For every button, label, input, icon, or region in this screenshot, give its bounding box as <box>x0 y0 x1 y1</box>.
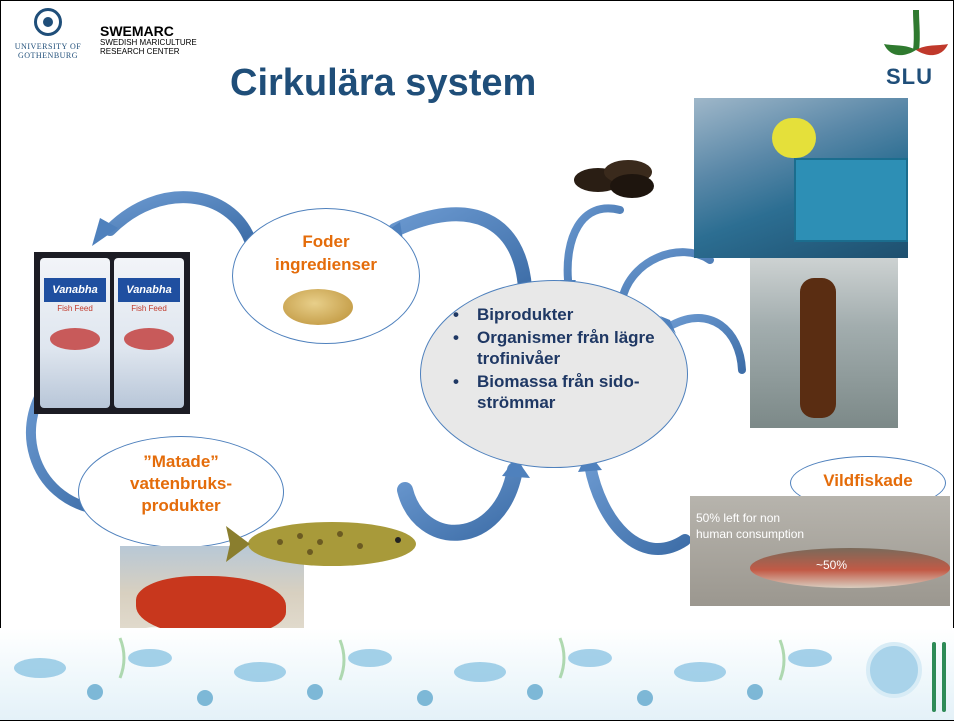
arrowhead <box>502 458 530 478</box>
arrow-seaweed-to-center <box>668 313 746 374</box>
fish-icon <box>226 522 416 566</box>
tank-image <box>794 158 908 242</box>
bag-brand: Vanabha <box>118 278 180 302</box>
arrow-matade-to-center <box>397 462 523 541</box>
fish-icon <box>50 328 100 350</box>
gu-logo-line1: UNIVERSITY OF <box>14 42 82 51</box>
feed-bags-photo: Vanabha Fish Feed Vanabha Fish Feed <box>34 252 190 414</box>
arrow-mussels-to-center <box>563 204 624 284</box>
swemarc-line1: SWEDISH MARICULTURE <box>100 38 197 47</box>
feed-bag: Vanabha Fish Feed <box>114 258 184 408</box>
herring-caption-line2: human consumption <box>696 527 805 542</box>
matade-node: ”Matade” vattenbruks- produkter <box>78 436 284 548</box>
herring-pct: ~50% <box>816 558 848 572</box>
arrowhead <box>92 218 118 246</box>
bag-brand: Vanabha <box>44 278 106 302</box>
arrow-center-to-foder <box>388 207 532 295</box>
decorative-sea-life-band <box>0 628 954 720</box>
gu-logo-line2: GOTHENBURG <box>17 51 79 60</box>
slu-text: SLU <box>886 64 933 89</box>
matade-line3: produkter <box>141 496 221 516</box>
university-seal-icon <box>34 8 62 36</box>
foder-ingredienser-node: Foder ingredienser <box>232 208 420 344</box>
slu-logo-icon <box>884 9 948 56</box>
center-item-biprodukter: Biprodukter <box>451 305 681 326</box>
matade-line2: vattenbruks- <box>129 474 233 494</box>
seaweed-image <box>800 278 836 418</box>
page-title: Cirkulära system <box>230 62 537 104</box>
arrow-foder-to-bags <box>104 191 256 246</box>
seaweed-photo <box>750 258 898 428</box>
arrow-vild-to-center <box>584 459 691 555</box>
university-of-gothenburg-logo: UNIVERSITY OF GOTHENBURG <box>4 8 92 74</box>
feed-powder-image <box>283 289 353 325</box>
herring-caption: 50% left for non human consumption <box>696 510 804 542</box>
bag-subtitle: Fish Feed <box>131 304 167 313</box>
fish-icon <box>124 328 174 350</box>
vild-label: Vildfiskade <box>823 471 913 490</box>
center-item-organismer: Organismer från lägre trofinivåer <box>451 328 681 369</box>
foder-line2: ingredienser <box>274 254 378 274</box>
foder-label: Foder ingredienser <box>233 231 419 277</box>
glove-image <box>772 118 816 158</box>
center-item-biomassa: Biomassa från sido-strömmar <box>451 372 681 413</box>
matade-line1: ”Matade” <box>143 452 219 471</box>
sea-life-pattern <box>14 637 832 706</box>
bag-subtitle: Fish Feed <box>57 304 93 313</box>
swemarc-line2: RESEARCH CENTER <box>100 47 180 56</box>
mussel-icon <box>574 160 654 198</box>
cutlery-icon <box>932 642 946 712</box>
arrow-photo-to-center <box>618 248 714 304</box>
feed-bag: Vanabha Fish Feed <box>40 258 110 408</box>
center-node: Biprodukter Organismer från lägre trofin… <box>420 280 688 468</box>
center-list: Biprodukter Organismer från lägre trofin… <box>451 305 681 416</box>
matade-label: ”Matade” vattenbruks- produkter <box>79 451 283 517</box>
worker-tank-photo <box>694 98 908 258</box>
herring-image <box>750 548 950 588</box>
plate-icon <box>866 642 922 698</box>
herring-photo: 50% left for non human consumption ~50% <box>690 496 950 606</box>
herring-caption-line1: 50% left for non <box>696 511 781 525</box>
slu-logo: SLU <box>880 6 952 89</box>
lobster-icon <box>136 576 286 636</box>
swemarc-name: SWEMARC <box>100 23 174 39</box>
swemarc-logo: SWEMARC SWEDISH MARICULTURE RESEARCH CEN… <box>100 24 197 56</box>
foder-line1: Foder <box>302 232 350 251</box>
